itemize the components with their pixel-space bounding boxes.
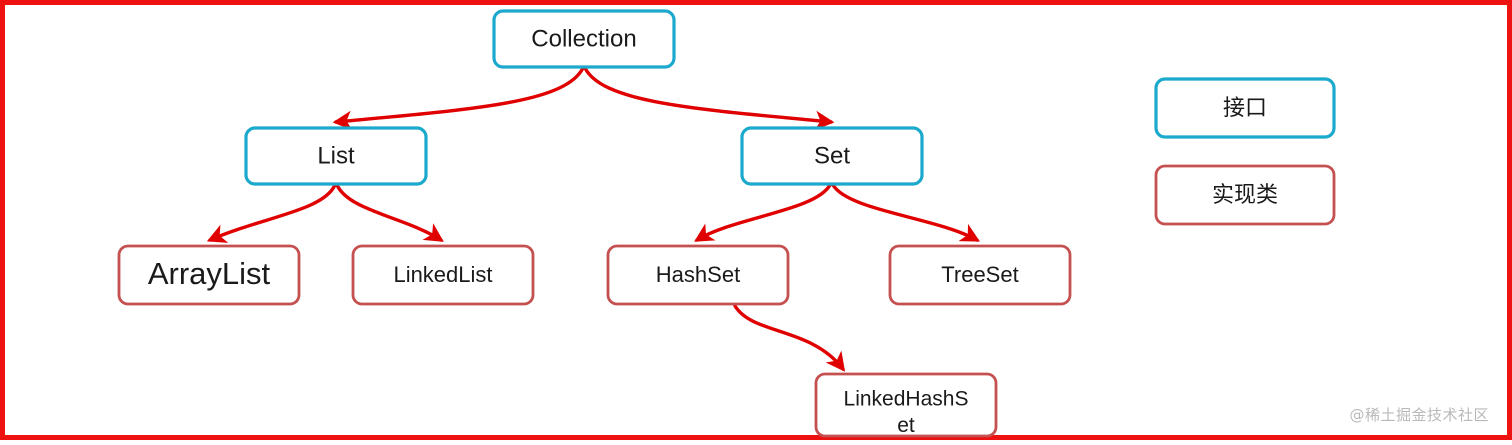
node-label-linkedlist: LinkedList xyxy=(393,262,492,287)
node-list[interactable]: List xyxy=(244,126,428,186)
node-set[interactable]: Set xyxy=(740,126,924,186)
node-label-interface: 接口 xyxy=(1223,95,1267,120)
node-box-linkedlist xyxy=(351,244,535,306)
watermark: @稀土掘金技术社区 xyxy=(1349,406,1489,424)
node-linkedlist[interactable]: LinkedList xyxy=(351,244,535,306)
legend-item-interface[interactable]: 接口 xyxy=(1154,77,1336,139)
legend-item-implementation[interactable]: 实现类 xyxy=(1154,164,1336,226)
node-label-hashset: HashSet xyxy=(656,262,740,287)
node-label-treeset: TreeSet xyxy=(941,262,1018,287)
node-arraylist[interactable]: ArrayList xyxy=(117,244,301,306)
node-label-set: Set xyxy=(814,142,850,169)
edge-list-to-arraylist xyxy=(206,183,337,243)
node-box-hashset xyxy=(606,244,790,306)
node-label-collection: Collection xyxy=(531,25,636,52)
node-box-treeset xyxy=(888,244,1072,306)
node-box-interface xyxy=(1154,77,1336,139)
node-treeset[interactable]: TreeSet xyxy=(888,244,1072,306)
edge-set-to-treeset xyxy=(831,183,980,242)
node-box-arraylist xyxy=(117,244,301,306)
edge-collection-to-set xyxy=(583,66,835,131)
edge-list-to-linkedlist xyxy=(335,183,444,242)
node-box-linkedhashset xyxy=(814,372,998,438)
node-box-implementation xyxy=(1154,164,1336,226)
edge-layer xyxy=(206,66,980,372)
node-label-list: List xyxy=(317,142,355,169)
edge-collection-to-list xyxy=(332,66,585,131)
node-hashset[interactable]: HashSet xyxy=(606,244,790,306)
node-collection[interactable]: Collection xyxy=(492,9,676,69)
node-label-arraylist: ArrayList xyxy=(148,256,271,291)
node-label-implementation: 实现类 xyxy=(1212,182,1278,207)
node-box-set xyxy=(740,126,924,186)
edge-hashset-to-linkedhashset xyxy=(733,304,846,372)
edge-set-to-hashset xyxy=(694,183,832,242)
node-box-list xyxy=(244,126,428,186)
node-box-collection xyxy=(492,9,676,69)
